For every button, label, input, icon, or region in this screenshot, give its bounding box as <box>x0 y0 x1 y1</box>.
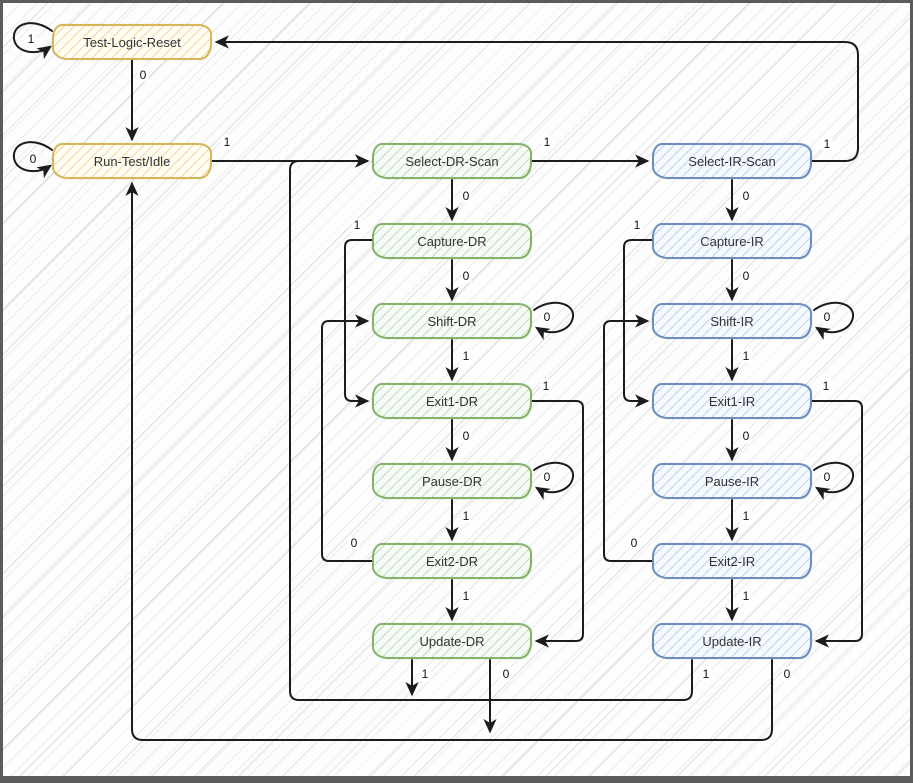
state-label: Update-IR <box>702 633 762 649</box>
edge-label-capture-ir-to-shift-ir: 0 <box>740 269 752 283</box>
state-label: Run-Test/Idle <box>93 153 171 169</box>
edge-label-exit1-dr-to-update-dr: 1 <box>540 379 552 393</box>
edge-label-exit1-ir-to-update-ir: 1 <box>820 379 832 393</box>
edge-update-ir-to-select-dr-scan <box>289 154 693 701</box>
state-capture-ir[interactable]: Capture-IR <box>652 223 812 259</box>
edge-label-update-dr-to-run-test-idle: 0 <box>500 667 512 681</box>
edge-shift-dr-to-shift-dr <box>533 301 575 341</box>
edge-label-update-ir-to-run-test-idle: 0 <box>781 667 793 681</box>
edge-label-update-ir-to-select-dr-scan: 1 <box>700 667 712 681</box>
state-exit2-dr[interactable]: Exit2-DR <box>372 543 532 579</box>
edge-label-run-test-idle-to-select-dr-scan: 1 <box>221 135 233 149</box>
edge-label-shift-dr-to-exit1-dr: 1 <box>460 349 472 363</box>
edge-label-exit2-dr-to-update-dr: 1 <box>460 589 472 603</box>
edge-test-logic-reset-to-test-logic-reset <box>12 22 53 60</box>
state-update-dr[interactable]: Update-DR <box>372 623 532 659</box>
edge-run-test-idle-to-run-test-idle <box>12 141 53 179</box>
state-label: Update-DR <box>419 633 485 649</box>
state-label: Exit1-IR <box>708 393 756 409</box>
edge-select-ir-scan-to-test-logic-reset <box>214 35 859 162</box>
edge-pause-dr-to-pause-dr <box>533 461 575 501</box>
edge-label-capture-dr-to-exit1-dr: 1 <box>351 218 363 232</box>
edge-label-test-logic-reset-to-test-logic-reset: 1 <box>25 32 37 46</box>
edge-label-select-ir-scan-to-capture-ir: 0 <box>740 189 752 203</box>
state-exit1-dr[interactable]: Exit1-DR <box>372 383 532 419</box>
edge-label-update-dr-to-select-dr-scan: 1 <box>419 667 431 681</box>
state-label: Exit2-IR <box>708 553 756 569</box>
edge-label-pause-dr-to-pause-dr: 0 <box>541 470 553 484</box>
state-update-ir[interactable]: Update-IR <box>652 623 812 659</box>
state-exit2-ir[interactable]: Exit2-IR <box>652 543 812 579</box>
state-label: Exit1-DR <box>425 393 478 409</box>
edge-label-pause-ir-to-exit2-ir: 1 <box>740 509 752 523</box>
edge-label-capture-dr-to-shift-dr: 0 <box>460 269 472 283</box>
state-label: Test-Logic-Reset <box>83 34 181 50</box>
edge-label-run-test-idle-to-run-test-idle: 0 <box>27 152 39 166</box>
state-label: Exit2-DR <box>425 553 478 569</box>
edge-label-pause-dr-to-exit2-dr: 1 <box>460 509 472 523</box>
edge-pause-ir-to-pause-ir <box>813 461 855 501</box>
state-capture-dr[interactable]: Capture-DR <box>372 223 532 259</box>
edge-shift-ir-to-shift-ir <box>813 301 855 341</box>
state-label: Pause-DR <box>422 473 482 489</box>
state-pause-ir[interactable]: Pause-IR <box>652 463 812 499</box>
state-label: Pause-IR <box>704 473 760 489</box>
edge-label-exit2-dr-to-shift-dr: 0 <box>348 536 360 550</box>
state-select-dr-scan[interactable]: Select-DR-Scan <box>372 143 532 179</box>
state-label: Shift-DR <box>427 313 477 329</box>
state-label: Capture-IR <box>700 233 764 249</box>
edge-exit2-dr-to-shift-dr <box>321 314 373 562</box>
edge-update-ir-to-run-test-idle <box>125 181 773 741</box>
edge-label-exit2-ir-to-shift-ir: 0 <box>628 536 640 550</box>
edge-exit1-ir-to-update-ir <box>811 400 863 648</box>
edge-label-exit1-dr-to-pause-dr: 0 <box>460 429 472 443</box>
state-select-ir-scan[interactable]: Select-IR-Scan <box>652 143 812 179</box>
state-label: Select-DR-Scan <box>405 153 499 169</box>
edge-label-pause-ir-to-pause-ir: 0 <box>821 470 833 484</box>
state-shift-dr[interactable]: Shift-DR <box>372 303 532 339</box>
edge-label-shift-ir-to-exit1-ir: 1 <box>740 349 752 363</box>
edge-exit1-dr-to-update-dr <box>531 400 584 648</box>
edge-label-test-logic-reset-to-run-test-idle: 0 <box>137 68 149 82</box>
edge-label-select-ir-scan-to-test-logic-reset: 1 <box>821 137 833 151</box>
state-label: Shift-IR <box>710 313 754 329</box>
state-run-test-idle[interactable]: Run-Test/Idle <box>52 143 212 179</box>
edge-label-select-dr-scan-to-capture-dr: 0 <box>460 189 472 203</box>
edge-label-exit2-ir-to-update-ir: 1 <box>740 589 752 603</box>
state-test-logic-reset[interactable]: Test-Logic-Reset <box>52 24 212 60</box>
edge-label-select-dr-scan-to-select-ir-scan: 1 <box>541 135 553 149</box>
edge-exit2-ir-to-shift-ir <box>603 314 653 562</box>
state-label: Capture-DR <box>417 233 487 249</box>
edge-label-shift-ir-to-shift-ir: 0 <box>821 310 833 324</box>
edge-label-capture-ir-to-exit1-ir: 1 <box>631 218 643 232</box>
state-exit1-ir[interactable]: Exit1-IR <box>652 383 812 419</box>
state-pause-dr[interactable]: Pause-DR <box>372 463 532 499</box>
edge-label-exit1-ir-to-pause-ir: 0 <box>740 429 752 443</box>
state-shift-ir[interactable]: Shift-IR <box>652 303 812 339</box>
edge-label-shift-dr-to-shift-dr: 0 <box>541 310 553 324</box>
state-label: Select-IR-Scan <box>688 153 776 169</box>
